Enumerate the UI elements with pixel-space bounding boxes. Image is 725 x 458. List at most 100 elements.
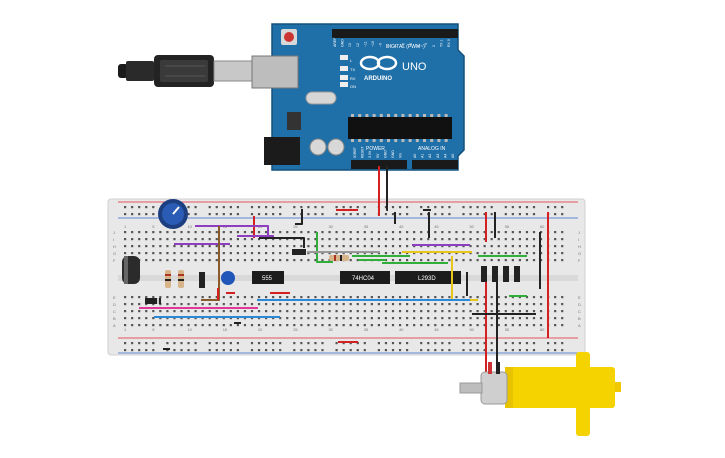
breadboard-hole[interactable] — [222, 296, 225, 299]
rail-hole[interactable] — [321, 349, 324, 352]
breadboard-hole[interactable] — [434, 231, 437, 234]
breadboard-hole[interactable] — [124, 238, 127, 241]
breadboard-hole[interactable] — [286, 317, 289, 320]
breadboard-hole[interactable] — [561, 310, 564, 313]
breadboard-hole[interactable] — [272, 324, 275, 327]
rail-hole[interactable] — [476, 342, 479, 345]
breadboard-hole[interactable] — [286, 303, 289, 306]
breadboard-hole[interactable] — [152, 324, 155, 327]
rail-hole[interactable] — [518, 342, 521, 345]
breadboard-hole[interactable] — [483, 296, 486, 299]
breadboard-hole[interactable] — [307, 259, 310, 262]
rail-hole[interactable] — [187, 342, 190, 345]
breadboard-hole[interactable] — [561, 324, 564, 327]
breadboard-hole[interactable] — [328, 238, 331, 241]
rail-hole[interactable] — [229, 342, 232, 345]
breadboard-hole[interactable] — [441, 324, 444, 327]
breadboard-hole[interactable] — [236, 296, 239, 299]
breadboard-hole[interactable] — [265, 317, 268, 320]
breadboard-hole[interactable] — [166, 324, 169, 327]
breadboard-hole[interactable] — [420, 310, 423, 313]
breadboard-hole[interactable] — [279, 245, 282, 248]
breadboard-hole[interactable] — [455, 310, 458, 313]
breadboard-hole[interactable] — [539, 245, 543, 248]
reset-button-cap[interactable] — [284, 32, 294, 42]
rail-hole[interactable] — [525, 206, 529, 209]
breadboard-hole[interactable] — [490, 245, 493, 248]
breadboard-hole[interactable] — [159, 231, 162, 234]
breadboard-hole[interactable] — [490, 296, 493, 299]
breadboard-hole[interactable] — [391, 310, 395, 313]
rail-hole[interactable] — [138, 206, 141, 209]
breadboard-hole[interactable] — [349, 259, 352, 262]
breadboard-hole[interactable] — [300, 259, 303, 262]
breadboard-hole[interactable] — [215, 231, 218, 234]
breadboard-hole[interactable] — [300, 231, 303, 234]
rail-hole[interactable] — [434, 213, 437, 216]
breadboard-hole[interactable] — [406, 245, 409, 248]
breadboard-hole[interactable] — [279, 259, 282, 262]
breadboard-hole[interactable] — [286, 296, 289, 299]
breadboard-hole[interactable] — [554, 310, 557, 313]
breadboard-hole[interactable] — [455, 296, 458, 299]
rail-hole[interactable] — [398, 213, 402, 216]
rail-hole[interactable] — [166, 349, 169, 352]
breadboard-hole[interactable] — [321, 303, 324, 306]
breadboard-hole[interactable] — [159, 238, 162, 241]
breadboard-hole[interactable] — [441, 245, 444, 248]
jumper-wire[interactable] — [316, 232, 333, 263]
breadboard-hole[interactable] — [272, 296, 275, 299]
breadboard-hole[interactable] — [250, 303, 254, 306]
breadboard-hole[interactable] — [293, 231, 296, 234]
breadboard-hole[interactable] — [166, 303, 169, 306]
breadboard-hole[interactable] — [286, 324, 289, 327]
rail-hole[interactable] — [532, 213, 536, 216]
breadboard-hole[interactable] — [194, 245, 197, 248]
breadboard-hole[interactable] — [427, 252, 430, 255]
breadboard-hole[interactable] — [398, 245, 402, 248]
breadboard-hole[interactable] — [511, 245, 514, 248]
breadboard-hole[interactable] — [420, 252, 423, 255]
breadboard-hole[interactable] — [293, 238, 296, 241]
breadboard-hole[interactable] — [434, 310, 437, 313]
breadboard-hole[interactable] — [293, 324, 296, 327]
breadboard-hole[interactable] — [138, 310, 141, 313]
rail-hole[interactable] — [490, 342, 493, 345]
rail-hole[interactable] — [511, 213, 514, 216]
rail-hole[interactable] — [406, 213, 409, 216]
breadboard-hole[interactable] — [370, 238, 373, 241]
breadboard-hole[interactable] — [222, 231, 225, 234]
breadboard-hole[interactable] — [490, 324, 493, 327]
breadboard-hole[interactable] — [377, 296, 380, 299]
breadboard-hole[interactable] — [229, 296, 232, 299]
breadboard-hole[interactable] — [441, 238, 444, 241]
breadboard-hole[interactable] — [293, 296, 296, 299]
breadboard-hole[interactable] — [138, 303, 141, 306]
breadboard-hole[interactable] — [539, 303, 543, 306]
breadboard-hole[interactable] — [413, 252, 416, 255]
breadboard-hole[interactable] — [159, 324, 162, 327]
breadboard-hole[interactable] — [180, 252, 183, 255]
breadboard-hole[interactable] — [194, 324, 197, 327]
rail-hole[interactable] — [469, 213, 472, 216]
breadboard-hole[interactable] — [300, 310, 303, 313]
breadboard-hole[interactable] — [180, 317, 183, 320]
breadboard-hole[interactable] — [532, 245, 536, 248]
breadboard-hole[interactable] — [265, 303, 268, 306]
breadboard-hole[interactable] — [131, 296, 134, 299]
breadboard-hole[interactable] — [145, 303, 148, 306]
jumper-wire[interactable] — [386, 166, 388, 211]
rail-hole[interactable] — [406, 206, 409, 209]
breadboard-hole[interactable] — [201, 238, 204, 241]
breadboard-hole[interactable] — [208, 296, 211, 299]
breadboard-hole[interactable] — [356, 231, 359, 234]
rail-hole[interactable] — [363, 206, 366, 209]
breadboard-hole[interactable] — [229, 252, 232, 255]
breadboard-hole[interactable] — [462, 310, 465, 313]
breadboard-hole[interactable] — [377, 310, 380, 313]
breadboard-hole[interactable] — [173, 303, 176, 306]
breadboard-hole[interactable] — [420, 245, 423, 248]
breadboard-hole[interactable] — [124, 324, 127, 327]
rail-hole[interactable] — [356, 213, 359, 216]
rail-hole[interactable] — [554, 342, 557, 345]
